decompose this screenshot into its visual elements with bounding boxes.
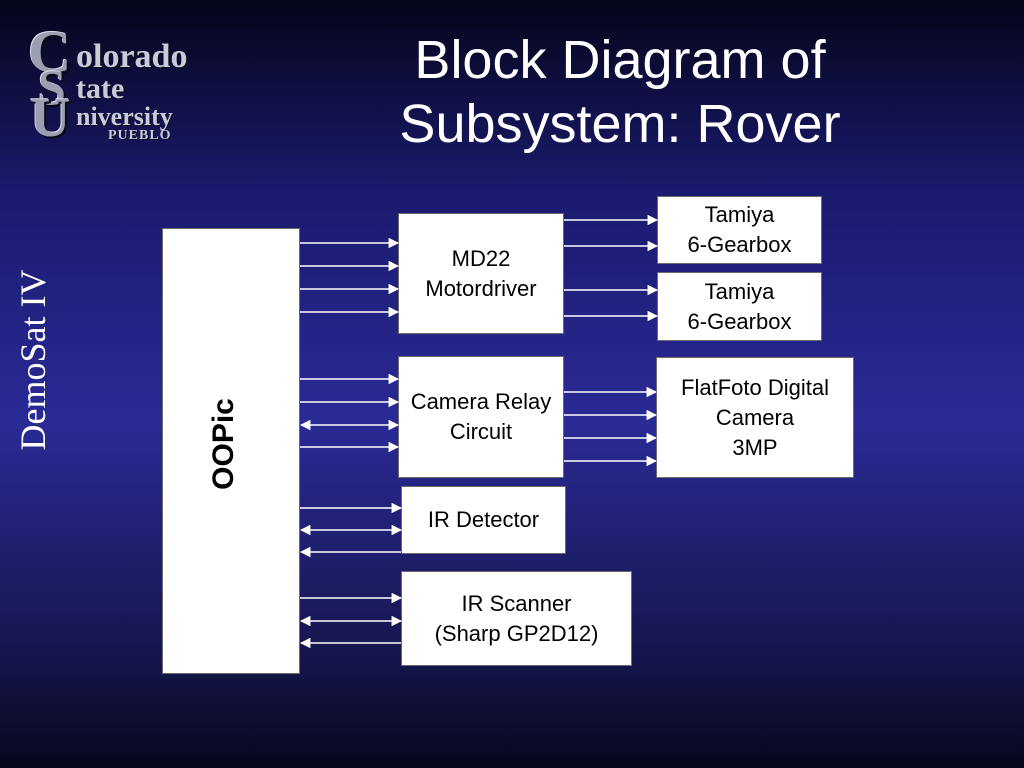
ir-detector-label: IR Detector bbox=[427, 507, 540, 532]
flatfoto-camera-block: FlatFoto Digital Camera 3MP bbox=[656, 357, 854, 478]
camera-relay-label: Camera Relay Circuit bbox=[410, 389, 552, 444]
ir-scanner-label: IR Scanner (Sharp GP2D12) bbox=[434, 590, 599, 646]
logo-word-tate: tate bbox=[76, 72, 125, 105]
slide-title-line2: Subsystem: Rover bbox=[399, 94, 841, 154]
flatfoto-camera-label: FlatFoto Digital Camera 3MP bbox=[681, 374, 829, 460]
camera-relay-block: Camera Relay Circuit bbox=[398, 356, 564, 478]
md22-motordriver-label: MD22 Motordriver bbox=[425, 245, 537, 301]
tamiya-gearbox-1-label: Tamiya 6-Gearbox bbox=[687, 202, 792, 257]
oopic-block bbox=[162, 228, 300, 674]
logo-letter-c: C bbox=[28, 19, 72, 85]
ir-scanner-block: IR Scanner (Sharp GP2D12) bbox=[401, 571, 632, 666]
tamiya-gearbox-2-label: Tamiya 6-Gearbox bbox=[687, 278, 792, 334]
university-logo: C olorado S tate U niversity PUEBLO bbox=[24, 19, 234, 149]
ir-detector-block: IR Detector bbox=[401, 486, 566, 554]
slide-title-line1: Block Diagram of bbox=[414, 30, 826, 90]
logo-word-pueblo: PUEBLO bbox=[108, 128, 172, 143]
logo-letter-s: S bbox=[38, 59, 66, 115]
md22-motordriver-block: MD22 Motordriver bbox=[398, 213, 564, 334]
tamiya-gearbox-1-block: Tamiya 6-Gearbox bbox=[657, 196, 822, 264]
logo-letter-u: U bbox=[30, 87, 71, 149]
slide-title: Block Diagram of Subsystem: Rover bbox=[330, 28, 910, 156]
tamiya-gearbox-2-block: Tamiya 6-Gearbox bbox=[657, 272, 822, 341]
logo-word-olorado: olorado bbox=[76, 38, 188, 75]
logo-word-niversity: niversity bbox=[76, 102, 173, 131]
